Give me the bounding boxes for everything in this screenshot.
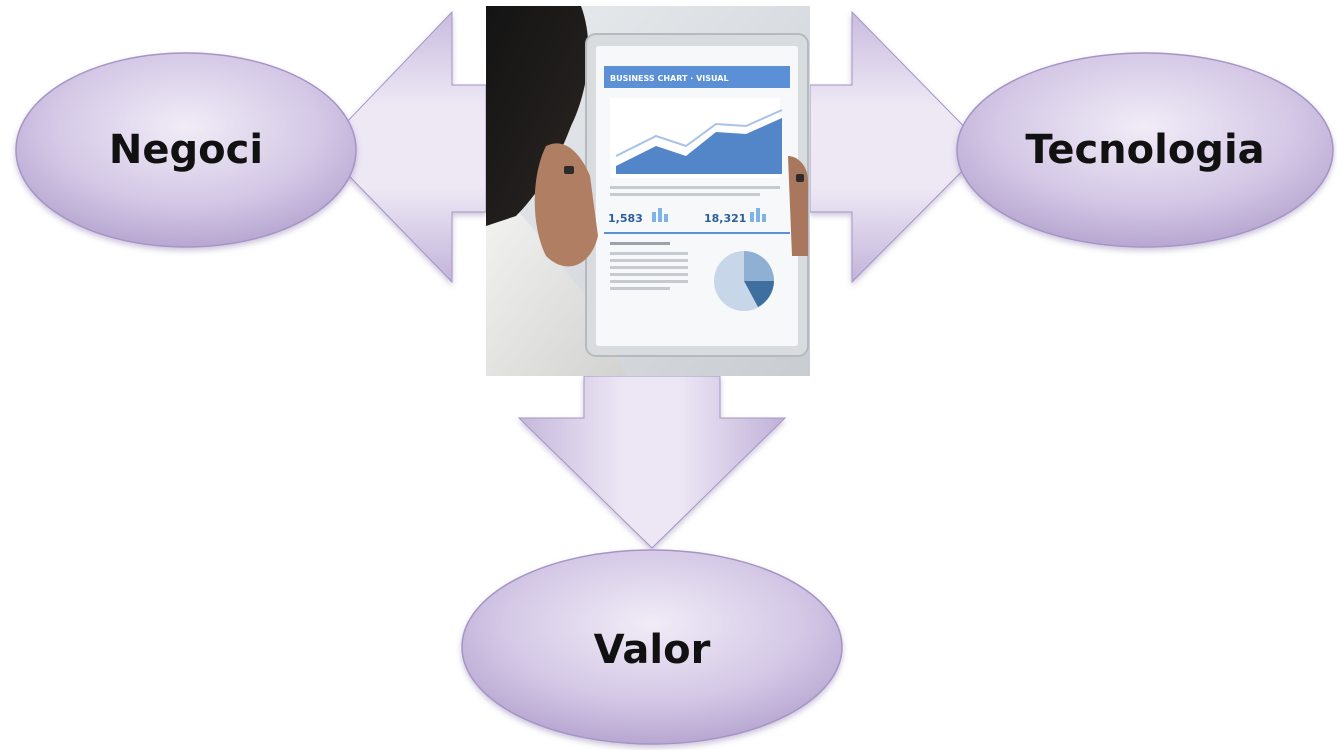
node-left-oval xyxy=(15,52,357,248)
tablet-stat-1: 1,583 xyxy=(608,212,643,225)
arrow-down xyxy=(517,375,787,549)
tablet-dashboard-photo: BUSINESS CHART · VISUAL 1,583 18,321 xyxy=(486,6,810,376)
tablet-stat-2: 18,321 xyxy=(704,212,746,225)
tablet-screen-title: BUSINESS CHART · VISUAL xyxy=(610,74,729,83)
node-bottom-oval xyxy=(461,549,843,745)
arrow-right xyxy=(809,10,986,284)
arrow-left xyxy=(321,10,487,284)
node-right-oval xyxy=(956,52,1334,248)
